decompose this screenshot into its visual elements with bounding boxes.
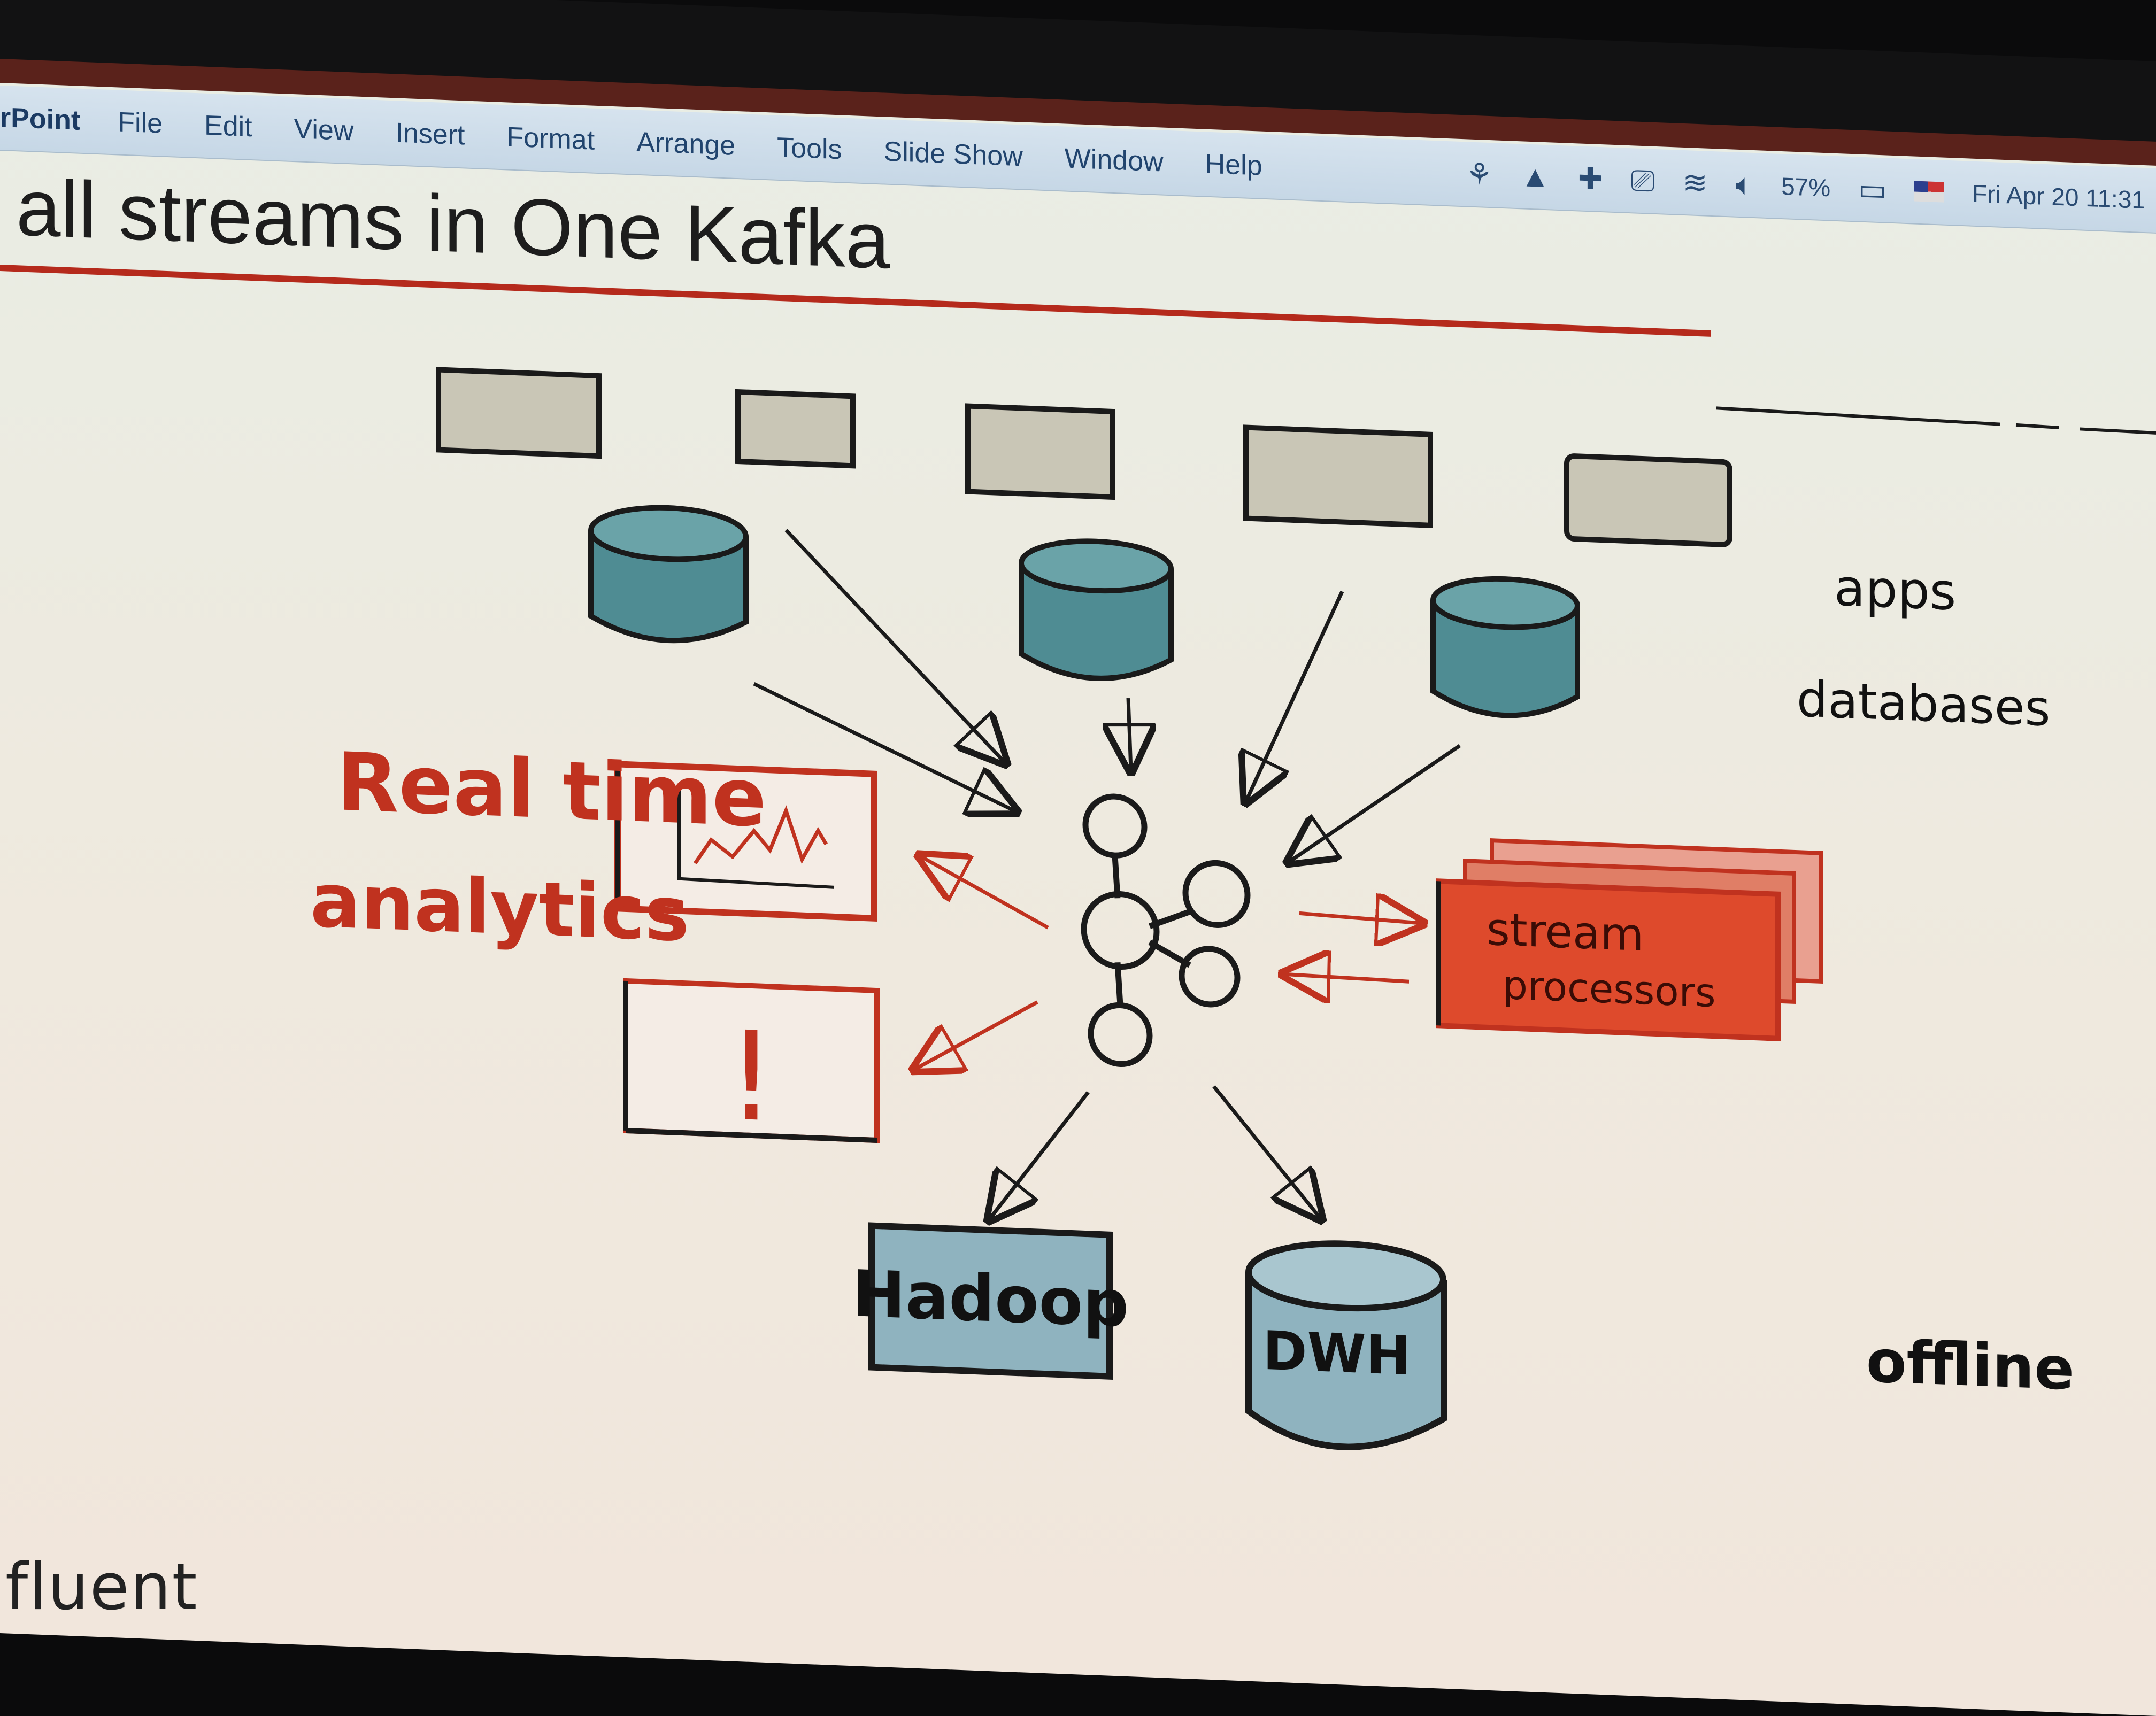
offline-label: offline	[1866, 1327, 2074, 1403]
app-box	[965, 403, 1115, 500]
arrow	[989, 1091, 1090, 1223]
database-cylinder	[1019, 538, 1174, 681]
processors-label: processors	[1503, 962, 1716, 1016]
analytics-chart-panel	[614, 761, 877, 922]
alert-panel: !	[623, 978, 880, 1150]
database-cylinder	[588, 505, 749, 644]
photo-scene: rPoint File Edit View Insert Format Arra…	[0, 0, 2156, 1678]
arrow	[1212, 1085, 1321, 1219]
dwh-label: DWH	[1263, 1319, 1411, 1388]
arrow	[1128, 698, 1131, 770]
realtime-label: Real time	[337, 736, 766, 845]
database-cylinder	[1430, 576, 1580, 718]
arrow	[914, 1000, 1038, 1075]
footer-brand: fluent	[5, 1550, 198, 1625]
apps-label: apps	[1834, 559, 1956, 622]
arrow	[784, 529, 1005, 763]
app-box	[436, 367, 602, 459]
arrow	[1283, 974, 1410, 981]
app-box	[735, 389, 856, 469]
databases-label: databases	[1797, 670, 2050, 737]
arrow	[1246, 590, 1344, 806]
arrow	[1299, 913, 1422, 923]
alert-mark: !	[727, 1004, 776, 1149]
separator-line	[1716, 406, 2000, 426]
arrow	[920, 856, 1049, 930]
kafka-icon	[1081, 793, 1251, 1068]
kafka-diagram: ! stream processors Hadoop DWH apps data…	[310, 367, 2156, 1450]
separator-line	[2015, 423, 2059, 429]
analytics-label: analytics	[310, 857, 689, 959]
arrow	[753, 682, 1016, 811]
app-box	[1243, 424, 1433, 528]
arrow	[1289, 744, 1461, 869]
hadoop-label: Hadoop	[852, 1257, 1129, 1342]
app-box	[1564, 453, 1732, 547]
dwh-cylinder: DWH	[1245, 1240, 1447, 1450]
separator-line	[2080, 427, 2156, 435]
stream-processors-box: stream processors	[1436, 838, 1823, 1041]
hadoop-box: Hadoop	[852, 1222, 1129, 1380]
stream-label: stream	[1487, 903, 1644, 961]
